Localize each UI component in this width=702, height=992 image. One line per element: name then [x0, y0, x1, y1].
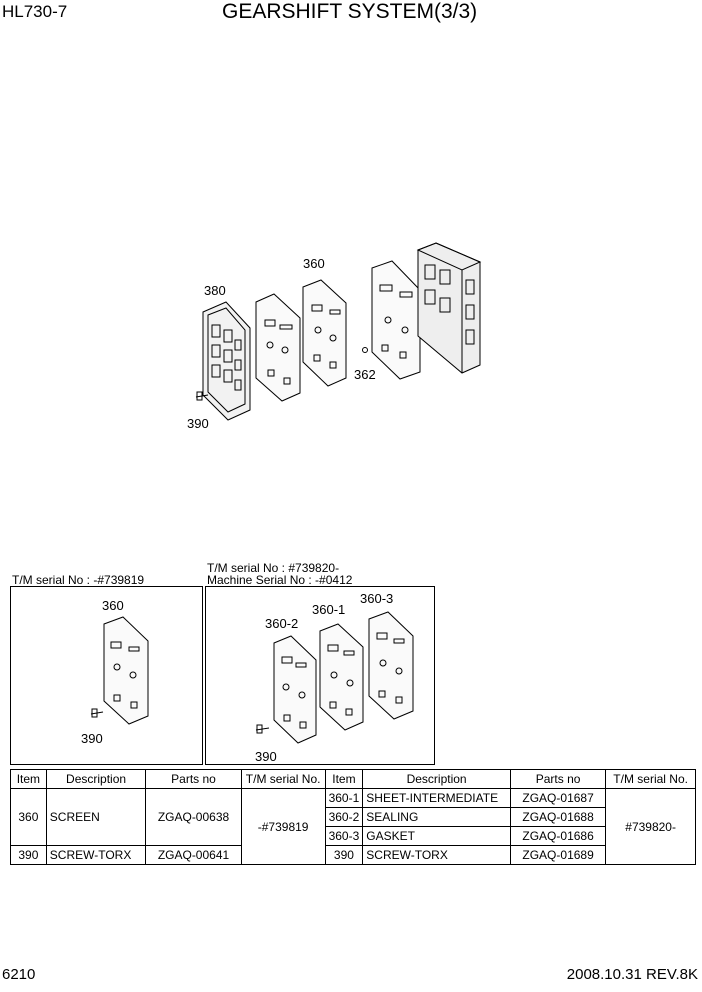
left-serial-cell: -#739819	[240, 788, 326, 865]
left-box-label-360: 360	[102, 598, 124, 613]
left-box-label-390: 390	[81, 731, 103, 746]
right-parts-no-cell: ZGAQ-01686	[509, 826, 607, 846]
parts-table: Item Description Parts no T/M serial No.…	[10, 769, 696, 865]
table-row: 390 SCREW-TORX ZGAQ-00641 390 SCREW-TORX…	[10, 845, 696, 865]
table-header-row: Item Description Parts no T/M serial No.…	[10, 769, 696, 789]
right-box-label-360-1: 360-1	[312, 602, 346, 617]
left-box-caption: T/M serial No : -#739819	[12, 573, 145, 587]
label-360: 360	[303, 256, 325, 271]
header-item: Item	[10, 769, 47, 789]
right-item-cell: 360-1	[324, 788, 364, 808]
right-box-caption-serial: T/M serial No : #739820-	[207, 561, 340, 575]
right-parts-no-cell: ZGAQ-01689	[509, 845, 607, 865]
header-tm-serial-right: T/M serial No.	[605, 769, 696, 789]
header-parts-no-right: Parts no	[509, 769, 607, 789]
right-description-cell: SCREW-TORX	[362, 845, 511, 865]
right-box-label-360-3: 360-3	[360, 591, 394, 606]
label-390: 390	[187, 416, 209, 431]
right-item-cell: 390	[324, 845, 364, 865]
table-row: 360 SCREEN ZGAQ-00638 -#739819 360-1 SHE…	[10, 788, 696, 865]
right-parts-no-cell: ZGAQ-01688	[509, 807, 607, 827]
right-serial-cell: #739820-	[605, 788, 696, 865]
label-362: 362	[354, 367, 376, 382]
page-title: GEARSHIFT SYSTEM(3/3)	[222, 0, 478, 23]
right-box-label-360-2: 360-2	[265, 616, 299, 631]
screw-390-drawing	[195, 391, 209, 401]
left-item-cell: 390	[10, 845, 47, 865]
right-description-cell: SHEET-INTERMEDIATE	[362, 788, 511, 808]
right-description-cell: SEALING	[362, 807, 511, 827]
header-tm-serial: T/M serial No.	[240, 769, 326, 789]
header-parts-no: Parts no	[145, 769, 242, 789]
valve-body-380-drawing	[202, 301, 251, 421]
table-row: 360-3 GASKET ZGAQ-01686	[11, 826, 696, 846]
header-description-right: Description	[362, 769, 511, 789]
left-box-drawing	[90, 616, 149, 725]
right-parts-no-cell: ZGAQ-01687	[509, 788, 607, 808]
right-box-caption-machine: Machine Serial No : -#0412	[207, 573, 353, 587]
left-item-cell: 360	[10, 788, 47, 846]
left-description-cell: SCREEN	[45, 788, 147, 846]
table-row: 360-2 SEALING ZGAQ-01688	[11, 807, 696, 827]
right-box-drawing	[255, 611, 414, 744]
screen-360-drawing	[302, 279, 347, 387]
left-parts-no-cell: ZGAQ-00638	[145, 788, 242, 846]
model-name: HL730-7	[2, 2, 68, 21]
header-description: Description	[45, 769, 147, 789]
header-item-right: Item	[324, 769, 364, 789]
left-parts-no-cell: ZGAQ-00641	[145, 845, 242, 865]
right-item-cell: 360-3	[324, 826, 364, 846]
left-description-cell: SCREW-TORX	[45, 845, 147, 865]
housing-block-drawing	[416, 242, 482, 374]
ball-362-drawing	[362, 347, 368, 353]
screen-sheet-drawing	[255, 293, 301, 402]
gasket-sheet-drawing	[371, 260, 421, 380]
right-box-label-390: 390	[255, 749, 277, 764]
left-variant-box	[10, 586, 203, 765]
label-380: 380	[204, 283, 226, 298]
page-number: 6210	[2, 966, 36, 983]
right-description-cell: GASKET	[362, 826, 511, 846]
right-variant-box	[205, 586, 435, 765]
right-item-cell: 360-2	[324, 807, 364, 827]
date-revision: 2008.10.31 REV.8K	[566, 966, 698, 983]
